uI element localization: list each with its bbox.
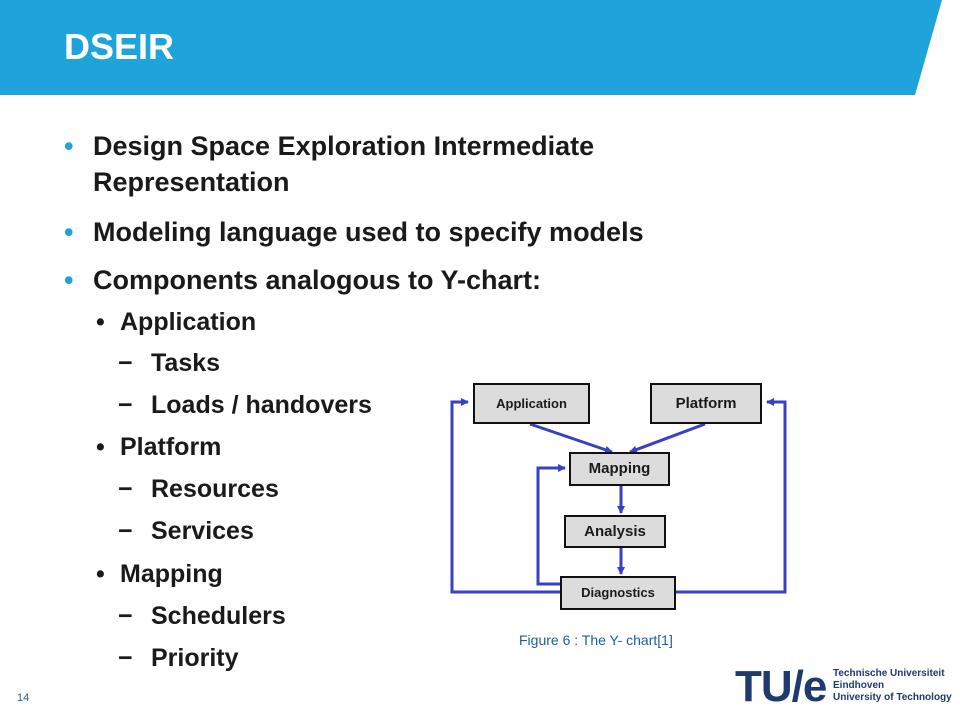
sub-bullet-item: • Application [96,306,256,338]
bullet-glyph: • [64,217,74,247]
dash-glyph: − [118,644,133,672]
dash-glyph: − [118,349,133,377]
diagnostics-box: Diagnostics [560,576,676,610]
header-band [0,0,960,95]
arrow-application-to-mapping [529,422,613,454]
bullet-text: Tasks [151,349,221,377]
y-chart-diagram: Application Platform Mapping Analysis Di… [440,370,800,620]
bullet-text: Priority [151,644,239,672]
sub-sub-bullet-item: − Resources [118,473,279,505]
bullet-item: • Components analogous to Y-chart: [64,262,541,298]
sub-sub-bullet-item: − Loads / handovers [118,389,372,421]
dash-glyph: − [118,391,133,419]
logo-line-1: Technische Universiteit [833,668,945,679]
bullet-text: Resources [151,475,279,503]
logo-line-3: University of Technology [833,692,952,703]
bullet-text: Loads / handovers [151,391,372,419]
tue-logo: TU/e Technische Universiteit Eindhoven U… [735,662,955,712]
page-number: 14 [17,692,30,704]
arrow-platform-to-mapping [629,422,706,454]
y-chart-arrows [450,398,787,594]
dash-glyph: − [118,602,133,630]
application-box: Application [473,383,590,424]
arrow-feedback-mapping [536,464,566,586]
bullet-text: Schedulers [151,602,286,630]
bullet-text: Components analogous to Y-chart: [93,265,542,295]
arrow-feedback-platform [676,398,787,594]
arrow-feedback-application [450,398,560,594]
bullet-text: Design Space Exploration Intermediate Re… [93,131,595,197]
sub-bullet-item: • Mapping [96,558,223,590]
sub-sub-bullet-item: − Schedulers [118,600,286,632]
bullet-glyph: • [64,131,74,161]
sub-sub-bullet-item: − Services [118,515,254,547]
bullet-text: Services [151,517,254,545]
bullet-glyph: • [96,433,105,461]
dash-glyph: − [118,517,133,545]
figure-caption: Figure 6 : The Y- chart[1] [519,632,673,648]
sub-bullet-item: • Platform [96,431,221,463]
bullet-text: Application [120,308,257,336]
platform-box: Platform [650,383,762,424]
sub-sub-bullet-item: − Tasks [118,347,220,379]
mapping-box: Mapping [569,452,670,486]
tue-logo-mark: TU/e [735,662,827,711]
bullet-glyph: • [64,265,74,295]
bullet-text: Modeling language used to specify models [93,217,644,247]
dash-glyph: − [118,475,133,503]
tue-logo-text: Technische Universiteit Eindhoven Univer… [833,668,952,704]
bullet-item: • Modeling language used to specify mode… [64,214,644,250]
bullet-glyph: • [96,308,105,336]
logo-line-2: Eindhoven [833,680,885,691]
bullet-text: Mapping [120,560,223,588]
bullet-item: • Design Space Exploration Intermediate … [64,128,764,200]
slide-title: DSEIR [64,26,175,67]
sub-sub-bullet-item: − Priority [118,642,239,674]
analysis-box: Analysis [564,515,666,548]
bullet-text: Platform [120,433,222,461]
bullet-glyph: • [96,560,105,588]
